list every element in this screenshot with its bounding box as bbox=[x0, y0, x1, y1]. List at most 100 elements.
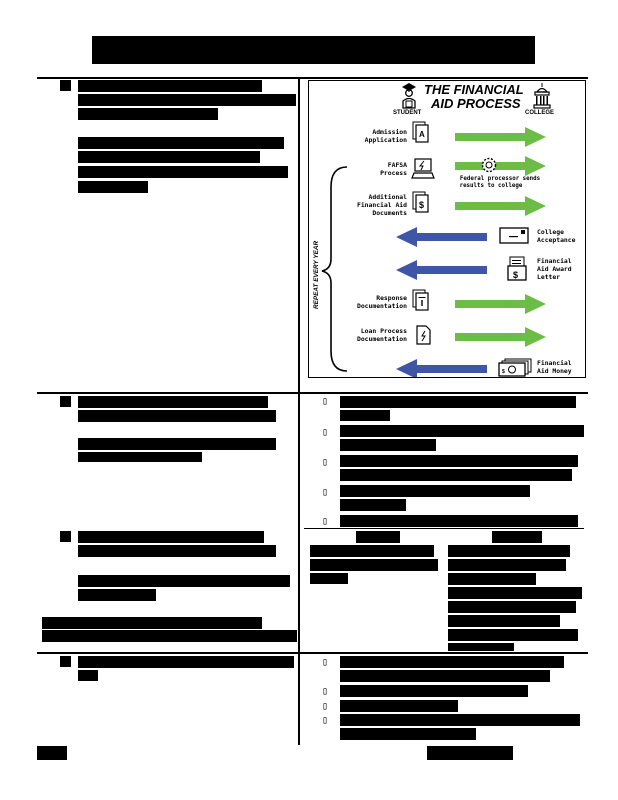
section-divider-3 bbox=[37, 652, 588, 654]
student-label: STUDENT bbox=[393, 110, 422, 116]
right-subsection-divider bbox=[304, 528, 584, 530]
redacted-text bbox=[78, 137, 284, 149]
step-label-response: Response bbox=[376, 294, 407, 302]
step-label-award: Aid Award bbox=[537, 265, 572, 273]
redacted-text bbox=[340, 455, 578, 467]
redacted-text bbox=[42, 630, 297, 642]
step-label-money: Financial bbox=[537, 359, 572, 367]
redacted-text bbox=[78, 575, 290, 587]
section-divider-top bbox=[37, 77, 588, 79]
bullet-glyph: ▯ bbox=[322, 701, 329, 712]
step-label-additional: Financial Aid bbox=[357, 201, 407, 209]
redacted-text bbox=[340, 410, 390, 421]
redacted-text bbox=[78, 545, 276, 557]
redacted-text bbox=[310, 545, 434, 557]
redacted-text bbox=[340, 485, 530, 497]
award-letter-icon: $ bbox=[507, 256, 527, 281]
college-icon bbox=[533, 83, 551, 109]
section-2-marker bbox=[60, 396, 71, 407]
step-label-admission: Admission bbox=[372, 128, 407, 136]
repeat-every-year-label: REPEAT EVERY YEAR bbox=[313, 241, 320, 309]
svg-text:$: $ bbox=[419, 200, 424, 210]
redacted-text bbox=[448, 587, 582, 599]
redacted-text bbox=[78, 656, 294, 668]
step-label-additional: Documents bbox=[372, 209, 407, 217]
arrow-to-student bbox=[396, 260, 487, 280]
step-label-fafsa: FAFSA bbox=[388, 161, 407, 169]
redacted-text bbox=[310, 573, 348, 584]
diagram-title-line-2: AID PROCESS bbox=[430, 96, 521, 111]
bullet-glyph: ▯ bbox=[322, 396, 329, 407]
footer-redacted-left bbox=[37, 746, 67, 760]
bullet-glyph: ▯ bbox=[322, 657, 329, 668]
diagram-title-line-1: THE FINANCIAL bbox=[424, 82, 524, 97]
redacted-text bbox=[340, 728, 476, 740]
bullet-glyph: ▯ bbox=[322, 516, 329, 527]
step-label-award: Letter bbox=[537, 273, 560, 281]
step-label-loan: Documentation bbox=[357, 335, 407, 343]
section-1-marker bbox=[60, 80, 71, 91]
redacted-text bbox=[340, 670, 550, 682]
arrow-to-college bbox=[455, 196, 546, 216]
arrow-to-student bbox=[396, 227, 487, 247]
redacted-text bbox=[448, 601, 576, 613]
step-label-fafsa: Process bbox=[380, 169, 407, 177]
computer-icon bbox=[411, 158, 435, 179]
redacted-heading bbox=[492, 531, 542, 543]
step-label-response: Documentation bbox=[357, 302, 407, 310]
redacted-text bbox=[78, 452, 202, 462]
svg-text:$: $ bbox=[502, 369, 505, 375]
bullet-glyph: ▯ bbox=[322, 427, 329, 438]
section-4-marker bbox=[60, 656, 71, 667]
redacted-text bbox=[340, 439, 436, 451]
page-title-redacted bbox=[92, 36, 535, 64]
redacted-text bbox=[78, 670, 98, 681]
arrow-to-college bbox=[455, 127, 546, 147]
redacted-text bbox=[448, 573, 536, 585]
redacted-text bbox=[340, 656, 564, 668]
redacted-text bbox=[340, 515, 578, 527]
step-label-acceptance: College bbox=[537, 228, 564, 236]
bullet-glyph: ▯ bbox=[322, 715, 329, 726]
arrow-to-college bbox=[455, 294, 546, 314]
redacted-heading bbox=[356, 531, 400, 543]
svg-text:$: $ bbox=[513, 270, 518, 280]
column-divider bbox=[298, 77, 300, 745]
section-3-marker bbox=[60, 531, 71, 542]
redacted-text bbox=[78, 396, 268, 408]
redacted-text bbox=[340, 685, 528, 697]
bullet-glyph: ▯ bbox=[322, 686, 329, 697]
redacted-text bbox=[340, 700, 458, 712]
bullet-glyph: ▯ bbox=[322, 487, 329, 498]
redacted-text bbox=[448, 643, 514, 651]
redacted-text bbox=[78, 589, 156, 601]
arrow-to-college bbox=[455, 156, 546, 176]
redacted-text bbox=[448, 545, 570, 557]
envelope-icon bbox=[499, 227, 529, 244]
redacted-text bbox=[78, 94, 296, 106]
section-divider-2 bbox=[37, 392, 588, 394]
dollar-document-icon: $ bbox=[412, 191, 429, 213]
financial-aid-process-diagram: THE FINANCIAL AID PROCESS STUDENT COLLEG… bbox=[308, 80, 586, 378]
redacted-text bbox=[42, 617, 262, 629]
money-icon: $ bbox=[498, 358, 532, 377]
redacted-text bbox=[340, 469, 572, 481]
step-label-acceptance: Acceptance bbox=[537, 236, 576, 244]
bullet-glyph: ▯ bbox=[322, 457, 329, 468]
student-icon bbox=[402, 83, 416, 109]
redacted-text bbox=[78, 410, 276, 422]
step-label-money: Aid Money bbox=[537, 367, 572, 375]
fafsa-note: Federal processor sends bbox=[460, 176, 541, 182]
arrow-to-college bbox=[455, 327, 546, 347]
step-label-admission: Application bbox=[365, 136, 407, 144]
redacted-text bbox=[340, 396, 576, 408]
repeat-bracket bbox=[321, 166, 348, 372]
redacted-text bbox=[78, 166, 288, 178]
fafsa-note: results to college bbox=[460, 183, 523, 189]
step-label-award: Financial bbox=[537, 257, 572, 265]
response-document-icon bbox=[412, 289, 429, 311]
redacted-text bbox=[448, 615, 560, 627]
redacted-text bbox=[340, 499, 406, 511]
redacted-text bbox=[448, 559, 566, 571]
redacted-text bbox=[340, 714, 580, 726]
